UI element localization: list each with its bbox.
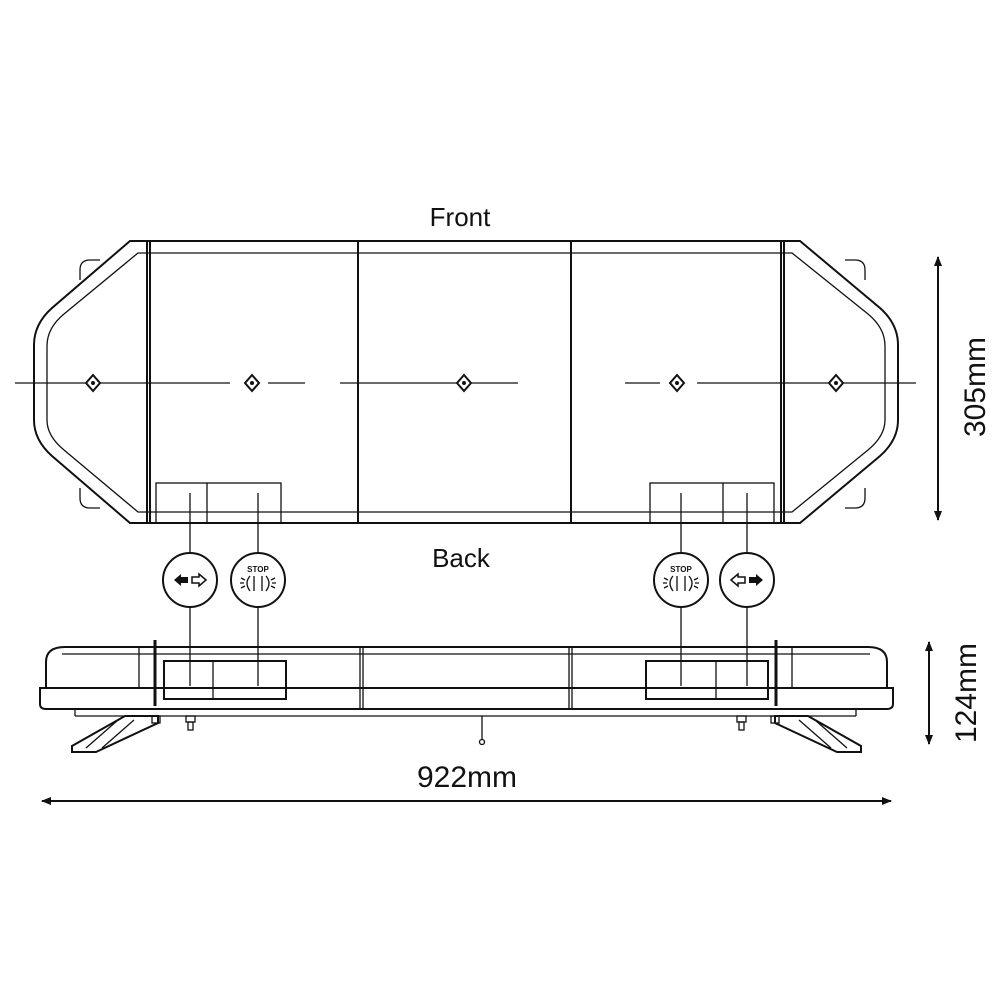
mounting-bracket-right <box>774 715 862 753</box>
mount-point-2 <box>244 374 260 392</box>
width-dimension-label: 922mm <box>417 761 517 794</box>
stop-text-right: STOP <box>670 565 692 574</box>
front-label: Front <box>430 202 491 232</box>
stop-light-icon: STOP <box>653 552 709 608</box>
side-view <box>39 607 894 753</box>
bolts <box>151 715 780 731</box>
side-modules <box>138 640 793 709</box>
lens-modules <box>146 241 785 523</box>
side-base <box>39 687 894 710</box>
stop-light-icon: STOP <box>230 552 286 608</box>
height-dimension-label: 124mm <box>950 643 983 743</box>
leader-lines-top <box>189 493 748 553</box>
side-body-top <box>45 646 888 688</box>
depth-dimension-label: 305mm <box>959 337 992 437</box>
top-view: Front <box>15 202 916 573</box>
indicator-right-icon <box>719 552 775 608</box>
back-label: Back <box>432 543 491 573</box>
mount-point-1 <box>85 374 101 392</box>
indicator-left-icon <box>162 552 218 608</box>
rear-lamp-boxes-top <box>155 482 775 524</box>
power-cable <box>478 716 486 746</box>
dimensions: 305mm 124mm 922mm <box>41 256 992 805</box>
lightbar-inner-outline <box>46 252 886 513</box>
mount-point-4 <box>669 374 685 392</box>
mount-point-5 <box>828 374 844 392</box>
mounting-tabs <box>79 259 866 509</box>
mount-point-3 <box>456 374 472 392</box>
mounting-bracket-left <box>71 715 159 753</box>
stop-text-left: STOP <box>247 565 269 574</box>
rear-lamp-boxes-side <box>163 660 769 700</box>
